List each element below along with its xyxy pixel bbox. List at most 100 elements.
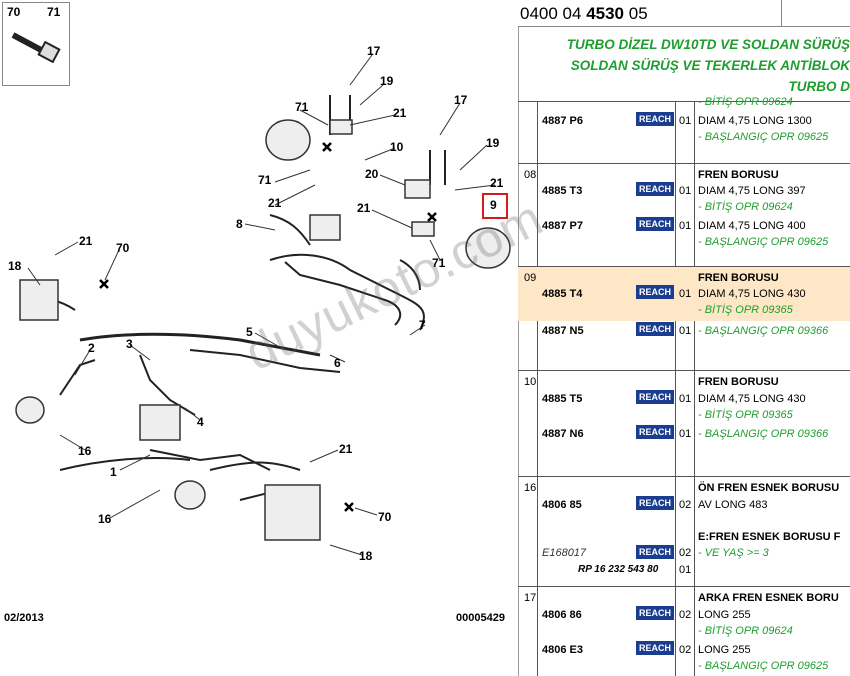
catalog-number-prefix: 0400 04 [520, 4, 587, 23]
description-note: - BİTİŞ OPR 09365 [698, 304, 793, 316]
part-number[interactable]: 4887 N6 [542, 428, 584, 440]
description-note: - BAŞLANGIÇ OPR 09625 [698, 660, 829, 672]
part-number[interactable]: 4885 T3 [542, 185, 583, 197]
description-note: - BİTİŞ OPR 09624 [698, 625, 793, 637]
callout-6: 6 [334, 356, 341, 370]
item-index: 17 [524, 592, 537, 604]
callout-4: 4 [197, 415, 204, 429]
table-row[interactable]: 10 FREN BORUSU 4885 T5 REACH 01 DIAM 4,7… [518, 370, 850, 477]
title-line-2: SOLDAN SÜRÜŞ VE TEKERLEK ANTİBLOK [570, 58, 850, 73]
item-index: 16 [524, 482, 537, 494]
table-row-selected[interactable]: 09 FREN BORUSU 4885 T4 REACH 01 DIAM 4,7… [518, 266, 850, 321]
callout-71: 71 [432, 256, 446, 270]
quantity: 02 [679, 499, 692, 511]
diagram-id: 00005429 [456, 612, 505, 624]
table-row[interactable]: - BİTİŞ OPR 09624 4887 P6 REACH 01 DIAM … [518, 96, 850, 164]
catalog-titles: TURBO DİZEL DW10TD VE SOLDAN SÜRÜŞ SOLDA… [518, 27, 850, 101]
quantity: 01 [679, 393, 692, 405]
item-index: 09 [524, 272, 537, 284]
callout-19: 19 [486, 136, 500, 150]
description: DIAM 4,75 LONG 430 [698, 393, 806, 405]
part-number[interactable]: 4885 T4 [542, 288, 583, 300]
reach-badge: REACH [636, 182, 674, 196]
callout-20: 20 [365, 167, 379, 181]
quantity: 01 [679, 428, 692, 440]
callout-21: 21 [79, 234, 93, 248]
title-line-3: TURBO D [788, 79, 850, 94]
exploded-diagram: 70 71 17 19 21 71 10 71 21 20 8 17 19 21… [2, 0, 552, 676]
quantity: 01 [679, 220, 692, 232]
table-row[interactable]: 16 ÖN FREN ESNEK BORUSU 4806 85 REACH 02… [518, 476, 850, 587]
callout-1: 1 [110, 465, 117, 479]
column-divider [694, 101, 695, 676]
rp-number: RP 16 232 543 80 [578, 564, 659, 575]
callout-16: 16 [78, 444, 92, 458]
description-title: E:FREN ESNEK BORUSU F [698, 531, 841, 543]
description: AV LONG 483 [698, 499, 768, 511]
bolt-icon [11, 32, 61, 64]
callout-21: 21 [490, 176, 504, 190]
callout-7: 7 [419, 318, 426, 332]
description: DIAM 4,75 LONG 430 [698, 288, 806, 300]
callout-8: 8 [236, 217, 243, 231]
callout-2: 2 [88, 341, 95, 355]
item-index: 08 [524, 169, 537, 181]
reach-badge: REACH [636, 641, 674, 655]
reach-badge: REACH [636, 285, 674, 299]
table-row[interactable]: 4887 N5 REACH 01 - BAŞLANGIÇ OPR 09366 [518, 320, 850, 370]
description: LONG 255 [698, 609, 751, 621]
callout-21: 21 [357, 201, 371, 215]
part-number[interactable]: 4887 N5 [542, 325, 584, 337]
callout-17: 17 [367, 44, 381, 58]
quantity: 01 [679, 185, 692, 197]
callout-19: 19 [380, 74, 394, 88]
reach-badge: REACH [636, 496, 674, 510]
description-note: - BİTİŞ OPR 09624 [698, 201, 793, 213]
part-number[interactable]: 4806 E3 [542, 644, 583, 656]
callout-18: 18 [359, 549, 373, 563]
part-number[interactable]: 4806 86 [542, 609, 582, 621]
description: DIAM 4,75 LONG 400 [698, 220, 806, 232]
reach-badge: REACH [636, 112, 674, 126]
column-divider [537, 101, 538, 676]
quantity: 01 [679, 564, 692, 576]
table-row[interactable]: 08 FREN BORUSU 4885 T3 REACH 01 DIAM 4,7… [518, 163, 850, 267]
item-index: 10 [524, 376, 537, 388]
quantity: 02 [679, 644, 692, 656]
description-title: FREN BORUSU [698, 272, 779, 284]
description-note: - BAŞLANGIÇ OPR 09625 [698, 131, 829, 143]
description-note: - BİTİŞ OPR 09365 [698, 409, 793, 421]
part-number[interactable]: 4887 P7 [542, 220, 583, 232]
callout-9: 9 [490, 198, 497, 212]
kit-label-71: 71 [47, 5, 61, 19]
quantity: 01 [679, 325, 692, 337]
reach-badge: REACH [636, 545, 674, 559]
callout-71: 71 [258, 173, 272, 187]
callout-21: 21 [393, 106, 407, 120]
reach-badge: REACH [636, 606, 674, 620]
callout-16: 16 [98, 512, 112, 526]
reach-badge: REACH [636, 425, 674, 439]
quantity: 01 [679, 288, 692, 300]
reach-badge: REACH [636, 217, 674, 231]
part-number[interactable]: 4887 P6 [542, 115, 583, 127]
description-note: - VE YAŞ >= 3 [698, 547, 769, 559]
description-note: - BAŞLANGIÇ OPR 09625 [698, 236, 829, 248]
quantity: 02 [679, 547, 692, 559]
description-title: ÖN FREN ESNEK BORUSU [698, 482, 840, 494]
description: DIAM 4,75 LONG 1300 [698, 115, 812, 127]
callout-70: 70 [116, 241, 130, 255]
parts-catalog-panel: 0400 04 4530 05 TURBO DİZEL DW10TD VE SO… [518, 0, 850, 676]
part-number[interactable]: 4806 85 [542, 499, 582, 511]
bolt-kit-box: 70 71 [2, 2, 70, 86]
table-row[interactable]: 17 ARKA FREN ESNEK BORU 4806 86 REACH 02… [518, 586, 850, 676]
description: LONG 255 [698, 644, 751, 656]
quantity: 02 [679, 609, 692, 621]
description-title: FREN BORUSU [698, 169, 779, 181]
part-number[interactable]: E168017 [542, 547, 587, 559]
part-number[interactable]: 4885 T5 [542, 393, 583, 405]
callout-71: 71 [295, 100, 309, 114]
callout-5: 5 [246, 325, 253, 339]
catalog-header: 0400 04 4530 05 [518, 0, 850, 27]
reach-badge: REACH [636, 322, 674, 336]
